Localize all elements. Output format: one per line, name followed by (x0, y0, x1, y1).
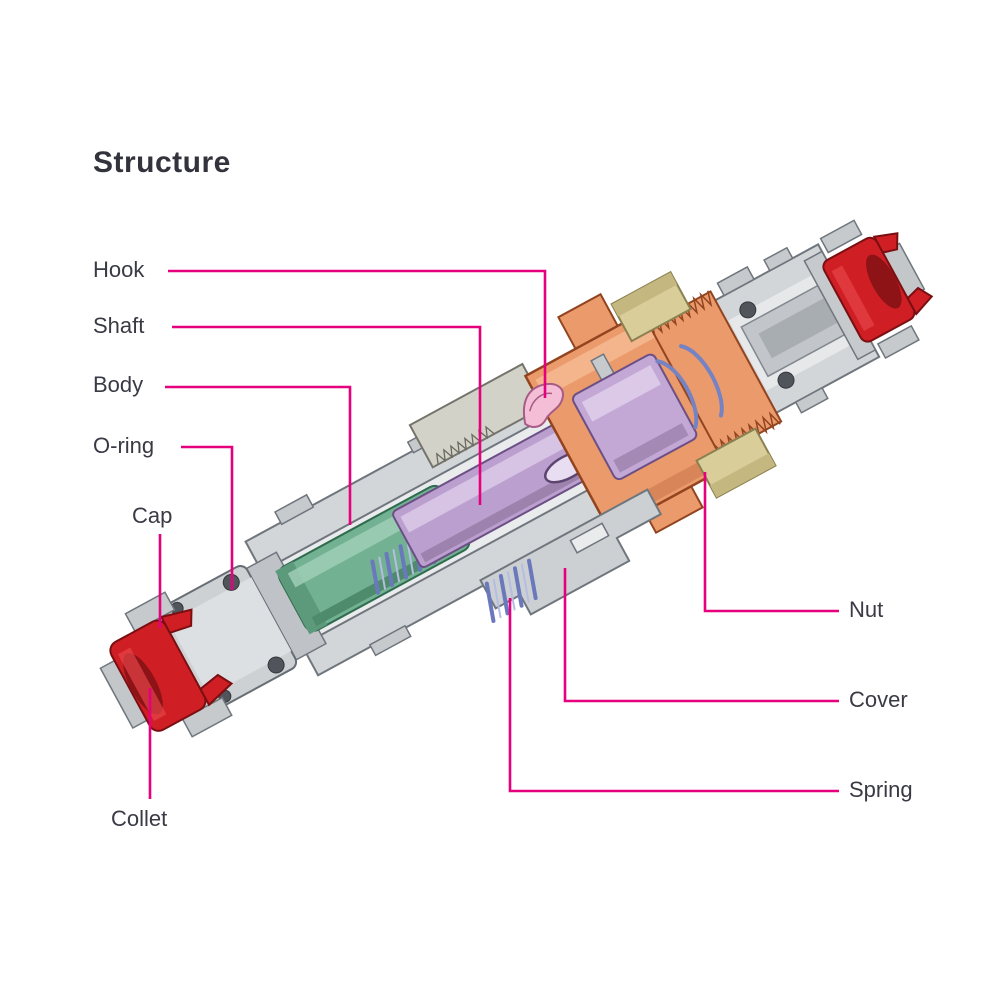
thread-marks (435, 425, 495, 465)
coupling-illustration (99, 219, 934, 738)
retainer-wire-part (655, 344, 724, 430)
oring-part (267, 656, 285, 674)
collet-left-part (99, 591, 234, 738)
label-shaft: Shaft (93, 313, 145, 338)
label-oring: O-ring (93, 433, 155, 458)
leader-lines (148, 269, 839, 799)
leader-line-nut (703, 472, 839, 613)
collet-right-part (819, 219, 934, 360)
page-title: Structure (93, 146, 231, 179)
nut-part (610, 270, 777, 499)
hook-part (522, 382, 564, 428)
piston-part (572, 353, 698, 481)
label-spring: Spring (849, 777, 913, 802)
label-hook: Hook (93, 257, 145, 282)
leader-line-spring (508, 598, 839, 793)
shaft-part (392, 409, 613, 569)
label-cap: Cap (132, 503, 173, 528)
spring-part (484, 558, 538, 623)
leader-line-hook (168, 269, 547, 398)
label-cover: Cover (849, 687, 908, 712)
label-body: Body (93, 372, 144, 397)
leader-line-shaft (172, 325, 482, 505)
leader-line-oring (181, 445, 234, 590)
label-nut: Nut (849, 597, 884, 622)
oring-dot (777, 371, 795, 389)
oring-dot (739, 301, 757, 319)
label-collet: Collet (111, 806, 168, 831)
leader-line-cover (563, 568, 839, 703)
leader-line-body (165, 385, 352, 525)
